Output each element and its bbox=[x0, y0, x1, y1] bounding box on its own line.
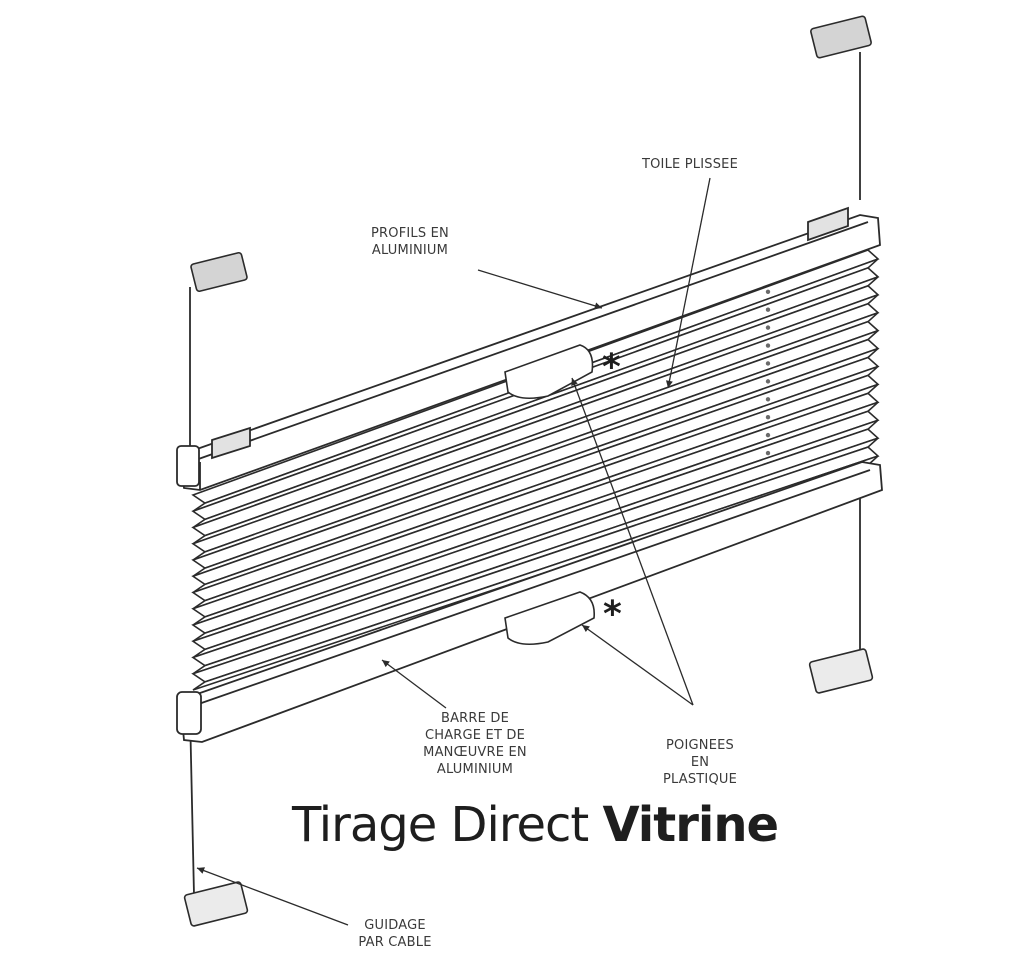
leader-toile-arrowhead bbox=[666, 380, 673, 388]
label-guidage-line1: GUIDAGE bbox=[364, 918, 426, 933]
bracket-bottom-left bbox=[183, 881, 249, 927]
label-profils-line2: ALUMINIUM bbox=[371, 243, 449, 258]
hardware-parts bbox=[183, 15, 874, 927]
label-toile: TOILE PLISSEE bbox=[615, 156, 765, 173]
pleated-fabric bbox=[191, 249, 880, 691]
handle-bottom bbox=[504, 591, 596, 646]
bracket-bottom-right bbox=[808, 648, 874, 694]
label-profils-line1: PROFILS EN bbox=[371, 226, 449, 241]
leader-barre bbox=[381, 659, 447, 709]
leader-profils bbox=[477, 269, 603, 309]
star-marker-top: * bbox=[602, 347, 621, 388]
diagram-title: Tirage Direct Vitrine bbox=[0, 797, 1024, 853]
leader-poignees-bottom-arrowhead bbox=[582, 625, 590, 633]
headrail-slot-left bbox=[211, 426, 251, 460]
label-guidage: GUIDAGE PAR CABLE bbox=[340, 917, 450, 951]
aluminium-rails bbox=[176, 206, 883, 743]
title-light: Tirage Direct bbox=[291, 797, 603, 853]
cord-hole-right bbox=[765, 379, 771, 384]
cable-left-bottom bbox=[189, 711, 195, 896]
leader-poignees-top-arrowhead bbox=[571, 378, 578, 386]
leader-profils-arrowhead bbox=[594, 302, 602, 310]
handle-top bbox=[504, 344, 594, 400]
leader-toile bbox=[667, 177, 711, 389]
label-profils: PROFILS EN ALUMINIUM bbox=[340, 225, 480, 259]
label-barre-line3: MANŒUVRE EN bbox=[423, 745, 527, 760]
cord-hole-right bbox=[765, 307, 771, 312]
label-toile-line1: TOILE PLISSEE bbox=[641, 157, 739, 172]
cord-hole-right bbox=[765, 325, 771, 330]
cord-hole-right bbox=[765, 289, 771, 294]
headrail-body bbox=[179, 214, 881, 491]
headrail-edge bbox=[189, 221, 869, 463]
leader-poignees-top bbox=[571, 377, 694, 706]
label-guidage-line2: PAR CABLE bbox=[358, 935, 432, 950]
label-barre-line4: ALUMINIUM bbox=[436, 762, 514, 777]
headrail-slot-right bbox=[807, 206, 849, 242]
cord-hole-right bbox=[765, 432, 771, 438]
bracket-top-right bbox=[810, 15, 872, 59]
cord-hole-right bbox=[765, 415, 771, 420]
title-bold: Vitrine bbox=[602, 797, 780, 853]
label-poignees-line3: PLASTIQUE bbox=[662, 772, 738, 787]
leader-guidage bbox=[196, 867, 349, 926]
label-barre-line2: CHARGE ET DE bbox=[424, 728, 526, 743]
label-poignees-line1: POIGNEES bbox=[666, 738, 734, 753]
bottomrail-body bbox=[179, 461, 883, 743]
bottomrail-edge bbox=[189, 469, 871, 708]
leader-guidage-arrowhead bbox=[197, 867, 205, 874]
cord-hole-right bbox=[765, 397, 771, 402]
leader-poignees-bottom bbox=[581, 624, 694, 706]
cord-hole-right bbox=[765, 450, 771, 456]
label-poignees: POIGNEES EN PLASTIQUE bbox=[640, 737, 760, 788]
cord-hole-right bbox=[765, 343, 771, 348]
label-barre-line1: BARRE DE bbox=[440, 711, 510, 726]
label-barre: BARRE DE CHARGE ET DE MANŒUVRE EN ALUMIN… bbox=[395, 710, 555, 778]
label-poignees-line2: EN bbox=[690, 755, 710, 770]
cord-hole-right bbox=[765, 361, 771, 366]
guide-cables bbox=[189, 52, 861, 896]
leader-barre-arrowhead bbox=[382, 660, 390, 668]
leader-lines bbox=[196, 177, 711, 926]
bottomrail-end-cap bbox=[176, 691, 202, 735]
headrail-end-cap bbox=[176, 445, 200, 487]
bracket-top-left bbox=[190, 251, 248, 293]
star-marker-bottom: * bbox=[603, 594, 622, 635]
